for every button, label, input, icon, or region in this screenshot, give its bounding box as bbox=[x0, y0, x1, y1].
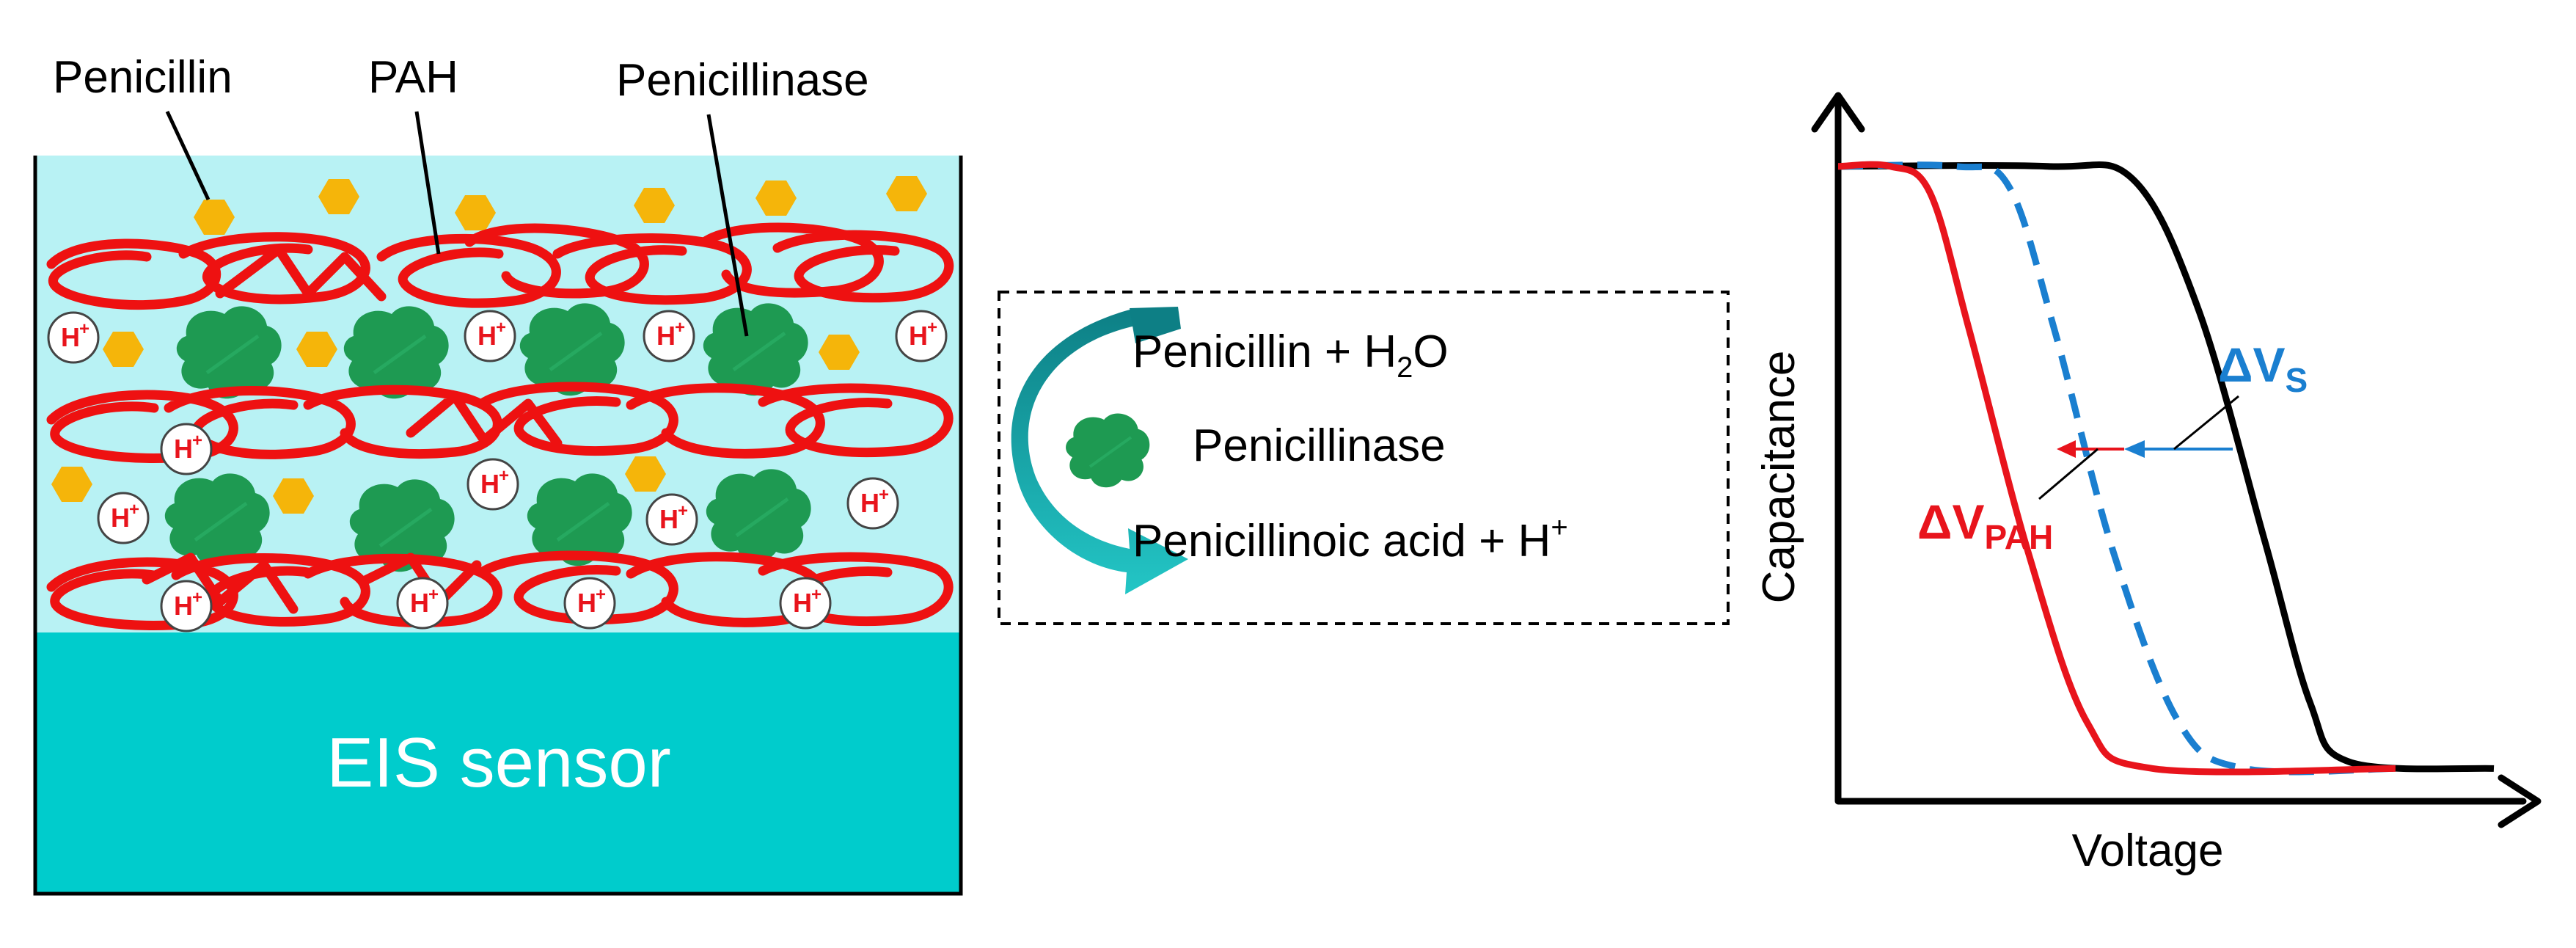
svg-text:H: H bbox=[909, 321, 928, 351]
proton: H + bbox=[563, 577, 616, 630]
leader-pah bbox=[414, 111, 441, 255]
delta-vpah-leader bbox=[2038, 448, 2099, 500]
svg-text:+: + bbox=[678, 501, 688, 521]
shift-arrows bbox=[2038, 395, 2239, 500]
svg-text:+: + bbox=[499, 466, 509, 486]
proton: H + bbox=[396, 577, 449, 630]
svg-text:H: H bbox=[659, 504, 678, 534]
svg-text:H: H bbox=[577, 588, 596, 618]
svg-text:+: + bbox=[129, 500, 139, 519]
svg-text:+: + bbox=[79, 319, 89, 339]
x-axis-arrowhead bbox=[2498, 774, 2542, 828]
reaction-reactant: Penicillin + H2O bbox=[1133, 327, 1449, 384]
reaction-arrow-tail bbox=[1130, 307, 1181, 343]
svg-text:H: H bbox=[111, 503, 130, 533]
proton: H + bbox=[645, 493, 698, 546]
proton: H + bbox=[47, 311, 100, 364]
protons: H + H + H + H + H + bbox=[47, 310, 948, 632]
svg-text:H: H bbox=[61, 322, 80, 352]
reaction-enzyme: Penicillinase bbox=[1193, 420, 1446, 471]
series-line-blue-dashed bbox=[1837, 161, 2396, 776]
proton: H + bbox=[97, 492, 150, 544]
y-axis-label: Capacitance bbox=[1754, 351, 1804, 604]
svg-text:H: H bbox=[656, 321, 676, 351]
svg-text:H: H bbox=[860, 488, 879, 518]
svg-text:+: + bbox=[596, 585, 606, 605]
leader-penicillinase bbox=[706, 114, 749, 337]
reaction-enzyme-icon bbox=[1066, 414, 1149, 488]
chart-series bbox=[1837, 161, 2495, 776]
svg-text:H: H bbox=[480, 469, 500, 499]
svg-text:H: H bbox=[793, 588, 812, 618]
proton: H + bbox=[846, 477, 899, 530]
schematic-labels: Penicillin PAH Penicillinase bbox=[53, 52, 869, 337]
x-axis-label: Voltage bbox=[2072, 825, 2224, 876]
svg-text:H: H bbox=[477, 321, 497, 351]
proton: H + bbox=[160, 580, 213, 632]
label-pah: PAH bbox=[368, 52, 458, 103]
eis-sensor-block bbox=[35, 632, 961, 894]
chart-axes bbox=[1811, 92, 2542, 828]
proton: H + bbox=[464, 310, 516, 362]
reaction-product: Penicillinoic acid + H+ bbox=[1133, 511, 1568, 566]
leader-penicillin bbox=[165, 110, 211, 201]
svg-text:H: H bbox=[174, 591, 193, 621]
svg-text:+: + bbox=[496, 318, 506, 338]
annotation-delta-vpah: ΔVPAH bbox=[1917, 495, 2053, 556]
container-walls bbox=[33, 156, 963, 896]
eis-sensor-label: EIS sensor bbox=[326, 723, 671, 802]
svg-text:H: H bbox=[174, 434, 193, 464]
annotation-delta-vs: ΔVS bbox=[2218, 338, 2308, 399]
delta-vs-leader bbox=[2173, 395, 2239, 451]
label-penicillin: Penicillin bbox=[53, 52, 233, 103]
svg-text:+: + bbox=[675, 318, 685, 338]
svg-text:+: + bbox=[428, 585, 439, 605]
reaction-box-border bbox=[998, 291, 1730, 625]
reaction-box: Penicillin + H2O Penicillinase Penicilli… bbox=[998, 291, 1730, 625]
delta-vpah-arrowhead bbox=[2057, 440, 2076, 458]
label-penicillinase: Penicillinase bbox=[616, 55, 869, 106]
cv-chart: Capacitance Voltage ΔVS ΔVPAH bbox=[1754, 92, 2542, 876]
proton: H + bbox=[466, 458, 519, 511]
series-line-red bbox=[1837, 161, 2396, 776]
proton: H + bbox=[895, 310, 948, 362]
series-line-black bbox=[1837, 161, 2495, 773]
proton: H + bbox=[160, 423, 213, 475]
sensor-schematic: EIS sensor bbox=[33, 52, 963, 896]
delta-vs-arrowhead bbox=[2124, 440, 2145, 458]
proton: H + bbox=[643, 310, 695, 362]
svg-text:+: + bbox=[879, 485, 889, 505]
pah-layer-1 bbox=[46, 222, 954, 310]
proton: H + bbox=[779, 577, 832, 630]
y-axis bbox=[1834, 101, 2527, 805]
svg-text:+: + bbox=[192, 588, 202, 608]
y-axis-arrowhead bbox=[1811, 92, 1865, 133]
svg-text:+: + bbox=[192, 431, 202, 451]
reaction-arrow bbox=[1011, 308, 1188, 594]
svg-text:+: + bbox=[927, 318, 937, 338]
svg-text:+: + bbox=[811, 585, 822, 605]
svg-text:H: H bbox=[410, 588, 429, 618]
